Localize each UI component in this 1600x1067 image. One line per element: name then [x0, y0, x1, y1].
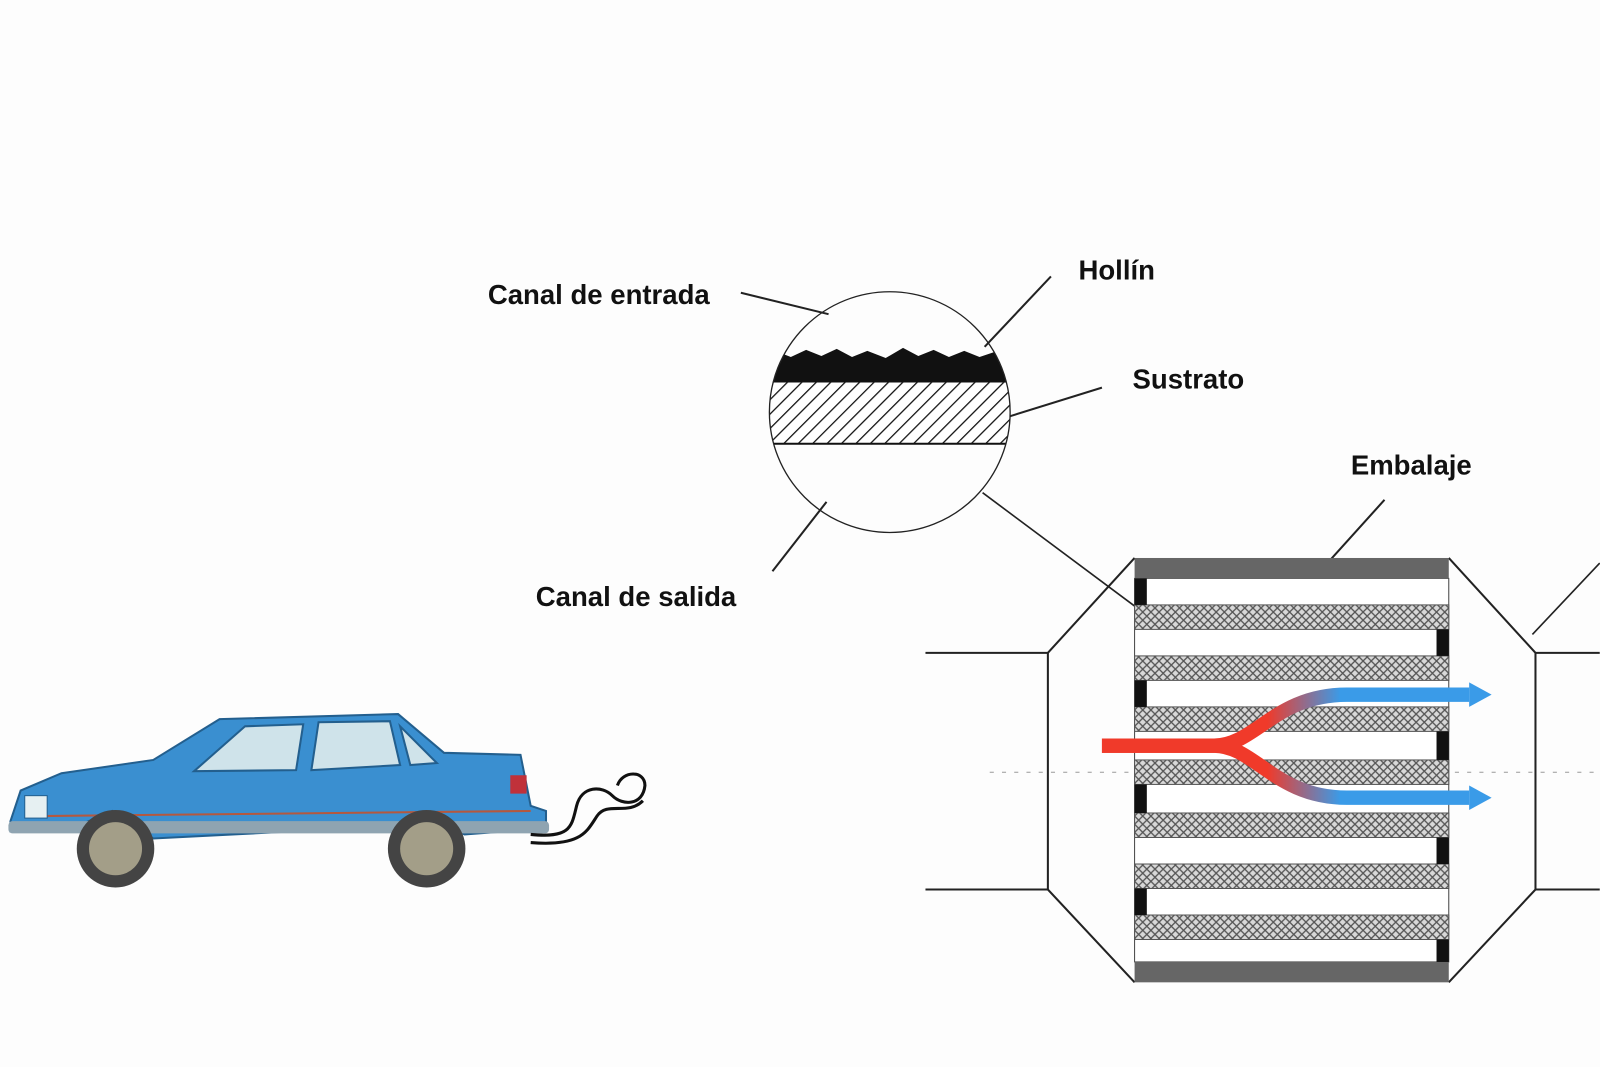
channel-plug — [1436, 629, 1449, 656]
packaging-top — [1134, 557, 1449, 579]
substrate-layer — [769, 382, 1011, 444]
exhaust-smoke-icon — [530, 772, 647, 845]
gas-flow-arrows — [1101, 682, 1492, 810]
label-outlet-channel: Canal de salida — [536, 581, 737, 612]
filter-core — [1134, 557, 1450, 983]
substrate-wall — [1134, 863, 1450, 889]
detail-magnifier — [768, 291, 1011, 534]
filter-housing — [925, 557, 1600, 984]
channel-plug — [1134, 784, 1147, 814]
substrate-wall — [1134, 914, 1450, 941]
packaging-bottom — [1134, 961, 1449, 983]
channel-plug — [1134, 888, 1147, 916]
channel-plug — [1436, 837, 1449, 865]
label-substrate: Sustrato — [1133, 364, 1245, 395]
substrate-wall — [1134, 604, 1450, 630]
car-icon — [8, 713, 550, 888]
label-soot: Hollín — [1078, 255, 1154, 286]
channel-plug — [1134, 680, 1147, 707]
soot-layer — [769, 347, 1011, 383]
substrate-wall — [1134, 812, 1450, 838]
substrate-wall — [1134, 655, 1450, 681]
label-inlet-channel: Canal de entrada — [488, 279, 711, 310]
channel-plug — [1436, 731, 1449, 760]
channel-plug — [1134, 578, 1147, 605]
channel-plug — [1436, 939, 1449, 962]
label-packaging: Embalaje — [1351, 449, 1472, 480]
